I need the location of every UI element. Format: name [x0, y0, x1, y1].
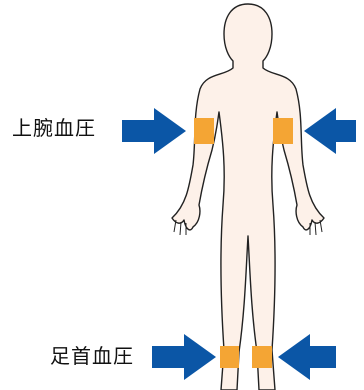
right-arm-cuff — [273, 118, 293, 144]
arrow-right-upper-left — [122, 108, 186, 154]
body-silhouette — [172, 4, 324, 390]
arrow-right-ankle-left — [152, 334, 216, 380]
arrow-left-upper-right — [304, 108, 356, 154]
ankle-bp-label: 足首血圧 — [50, 346, 134, 366]
arrow-left-ankle-right — [278, 334, 336, 380]
upper-arm-bp-label: 上腕血圧 — [12, 118, 96, 138]
right-ankle-cuff — [252, 346, 272, 368]
left-arm-cuff — [194, 118, 214, 144]
left-ankle-cuff — [220, 346, 239, 368]
